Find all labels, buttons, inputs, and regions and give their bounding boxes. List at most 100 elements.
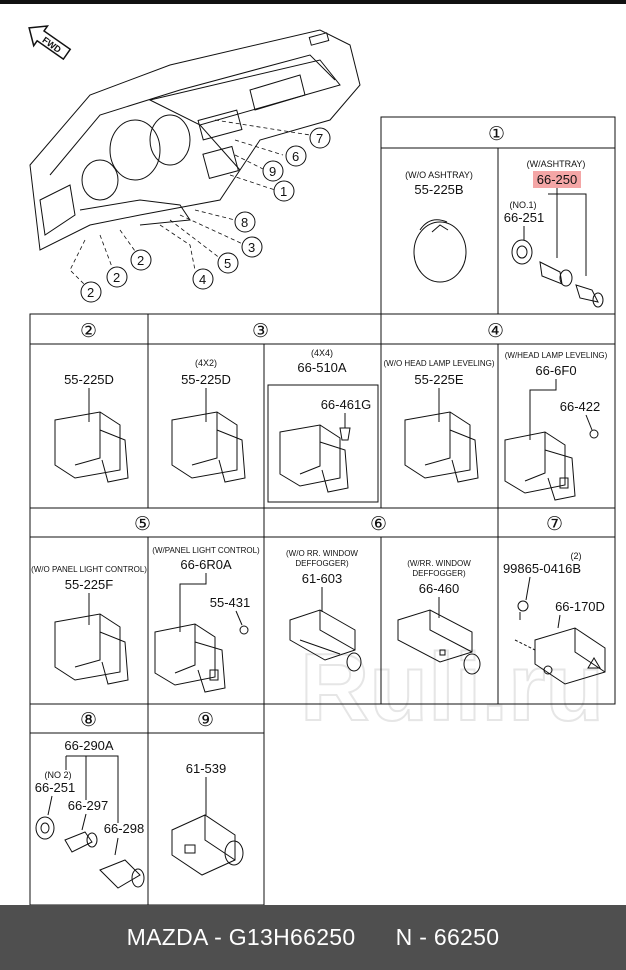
section-9-header: ⑨ bbox=[197, 710, 214, 731]
section-9-switch: 61-539 bbox=[171, 761, 244, 876]
panel-light-switch-part bbox=[154, 573, 249, 693]
callout-3: 3 bbox=[241, 236, 263, 258]
callout-7: 7 bbox=[309, 127, 331, 149]
section-8-lighter: 66-290A (NO 2) 66-251 66-297 66-298 bbox=[35, 738, 145, 889]
callout-9: 9 bbox=[262, 160, 284, 182]
svg-text:(W/O HEAD LAMP LEVELING): (W/O HEAD LAMP LEVELING) bbox=[384, 359, 495, 368]
svg-text:(W/HEAD LAMP LEVELING): (W/HEAD LAMP LEVELING) bbox=[505, 351, 608, 360]
blank-cap-part bbox=[413, 219, 467, 283]
section-2-header: ② bbox=[80, 321, 97, 342]
svg-text:66-290A: 66-290A bbox=[64, 738, 113, 753]
callout-5: 5 bbox=[217, 252, 239, 274]
blank-switch-part bbox=[404, 388, 479, 483]
hazard-switch-part bbox=[514, 576, 606, 685]
svg-text:3: 3 bbox=[248, 240, 255, 255]
svg-text:55-225D: 55-225D bbox=[181, 372, 231, 387]
blank-switch-part bbox=[171, 388, 246, 483]
4x4-switch-part bbox=[279, 413, 351, 493]
svg-text:(W/PANEL LIGHT CONTROL): (W/PANEL LIGHT CONTROL) bbox=[152, 546, 260, 555]
highlighted-part-number: 66-250 bbox=[537, 172, 577, 187]
svg-text:(4X4): (4X4) bbox=[311, 348, 333, 358]
section-2-switch: 55-225D bbox=[54, 372, 129, 483]
svg-text:55-225B: 55-225B bbox=[414, 182, 463, 197]
footer-part-number: MAZDA - G13H66250 N - 66250 bbox=[126, 924, 500, 950]
svg-text:(2): (2) bbox=[571, 551, 582, 561]
watermark: Ruli.ru bbox=[300, 634, 604, 741]
svg-text:(4X2): (4X2) bbox=[195, 358, 217, 368]
callout-2b: 2 bbox=[106, 266, 128, 288]
svg-text:(W/ASHTRAY): (W/ASHTRAY) bbox=[527, 159, 586, 169]
section-8-header: ⑧ bbox=[80, 710, 97, 731]
svg-text:66-251: 66-251 bbox=[504, 210, 544, 225]
section-3-4x4: (4X4) 66-510A 66-461G bbox=[279, 348, 372, 493]
svg-text:61-603: 61-603 bbox=[302, 571, 342, 586]
highlight-box bbox=[533, 171, 581, 188]
svg-text:66-298: 66-298 bbox=[104, 821, 144, 836]
section-7-header: ⑦ bbox=[546, 514, 563, 535]
section-6-no-defogger: (W/O RR. WINDOW DEFFOGGER) 61-603 bbox=[286, 549, 362, 672]
lighter-assembly-part bbox=[35, 755, 145, 889]
defogger-switch-part bbox=[397, 597, 481, 675]
svg-text:55-225D: 55-225D bbox=[64, 372, 114, 387]
section-4-leveling: (W/HEAD LAMP LEVELING) 66-6F0 66-422 bbox=[504, 351, 608, 501]
section-6-header: ⑥ bbox=[370, 514, 387, 535]
svg-text:DEFFOGGER): DEFFOGGER) bbox=[295, 559, 349, 568]
section-6-defogger: (W/RR. WINDOW DEFFOGGER) 66-460 bbox=[397, 559, 481, 675]
blank-defogger-part bbox=[289, 587, 362, 672]
svg-text:5: 5 bbox=[224, 256, 231, 271]
callout-8: 8 bbox=[234, 211, 256, 233]
grid-lines bbox=[29, 116, 616, 905]
svg-text:(W/O RR. WINDOW: (W/O RR. WINDOW bbox=[286, 549, 358, 558]
section-5-light: (W/PANEL LIGHT CONTROL) 66-6R0A 55-431 bbox=[152, 546, 260, 693]
svg-text:66-6R0A: 66-6R0A bbox=[180, 557, 232, 572]
callout-2a: 2 bbox=[130, 249, 152, 271]
svg-text:66-422: 66-422 bbox=[560, 399, 600, 414]
svg-text:2: 2 bbox=[87, 285, 94, 300]
section-7-switch: (2) 99865-0416B 66-170D bbox=[503, 551, 606, 685]
svg-text:4: 4 bbox=[199, 272, 206, 287]
svg-text:DEFFOGGER): DEFFOGGER) bbox=[412, 569, 466, 578]
top-border bbox=[0, 0, 626, 4]
svg-text:66-251: 66-251 bbox=[35, 780, 75, 795]
blank-switch-part bbox=[54, 593, 129, 685]
section-3-header: ③ bbox=[252, 321, 269, 342]
section-5-header: ⑤ bbox=[134, 514, 151, 535]
svg-text:1: 1 bbox=[280, 184, 287, 199]
svg-text:2: 2 bbox=[113, 270, 120, 285]
svg-text:6: 6 bbox=[292, 149, 299, 164]
dashboard-callouts: 7 6 9 1 8 3 5 2 2 4 2 bbox=[80, 127, 331, 303]
svg-text:66-461G: 66-461G bbox=[321, 397, 372, 412]
section-4-header: ④ bbox=[487, 321, 504, 342]
callout-2c: 2 bbox=[80, 281, 102, 303]
section-1-no-ashtray: (W/O ASHTRAY) 55-225B bbox=[405, 170, 473, 283]
svg-text:2: 2 bbox=[137, 253, 144, 268]
section-3-4x2: (4X2) 55-225D bbox=[171, 358, 246, 483]
leveling-switch-part bbox=[504, 379, 599, 501]
blank-switch-part bbox=[54, 388, 129, 483]
svg-text:9: 9 bbox=[269, 164, 276, 179]
svg-text:(W/O ASHTRAY): (W/O ASHTRAY) bbox=[405, 170, 473, 180]
callout-1: 1 bbox=[273, 180, 295, 202]
svg-text:66-170D: 66-170D bbox=[555, 599, 605, 614]
svg-text:55-431: 55-431 bbox=[210, 595, 250, 610]
section-5-no-light: (W/O PANEL LIGHT CONTROL) 55-225F bbox=[31, 565, 147, 685]
section-headers: ① ② ③ ④ ⑤ ⑥ ⑦ ⑧ ⑨ bbox=[80, 124, 563, 731]
svg-text:(NO 2): (NO 2) bbox=[45, 770, 72, 780]
footer-bar: MAZDA - G13H66250 N - 66250 bbox=[0, 905, 626, 970]
callout-6: 6 bbox=[285, 145, 307, 167]
section-1-header: ① bbox=[488, 124, 505, 145]
svg-text:(W/O PANEL LIGHT CONTROL): (W/O PANEL LIGHT CONTROL) bbox=[31, 565, 147, 574]
fwd-arrow-icon: FWD bbox=[28, 25, 72, 61]
switch-part bbox=[171, 777, 244, 876]
svg-text:66-510A: 66-510A bbox=[297, 360, 346, 375]
svg-text:7: 7 bbox=[316, 131, 323, 146]
callout-4: 4 bbox=[192, 268, 214, 290]
svg-text:8: 8 bbox=[241, 215, 248, 230]
svg-text:(W/RR. WINDOW: (W/RR. WINDOW bbox=[407, 559, 471, 568]
parts-diagram: Ruli.ru FWD 7 6 9 bbox=[28, 25, 616, 905]
lighter-parts bbox=[511, 188, 604, 308]
svg-text:61-539: 61-539 bbox=[186, 761, 226, 776]
svg-text:66-6F0: 66-6F0 bbox=[535, 363, 576, 378]
svg-text:55-225E: 55-225E bbox=[414, 372, 463, 387]
section-1-ashtray: (W/ASHTRAY) 66-250 (NO.1) 66-251 bbox=[504, 159, 604, 308]
